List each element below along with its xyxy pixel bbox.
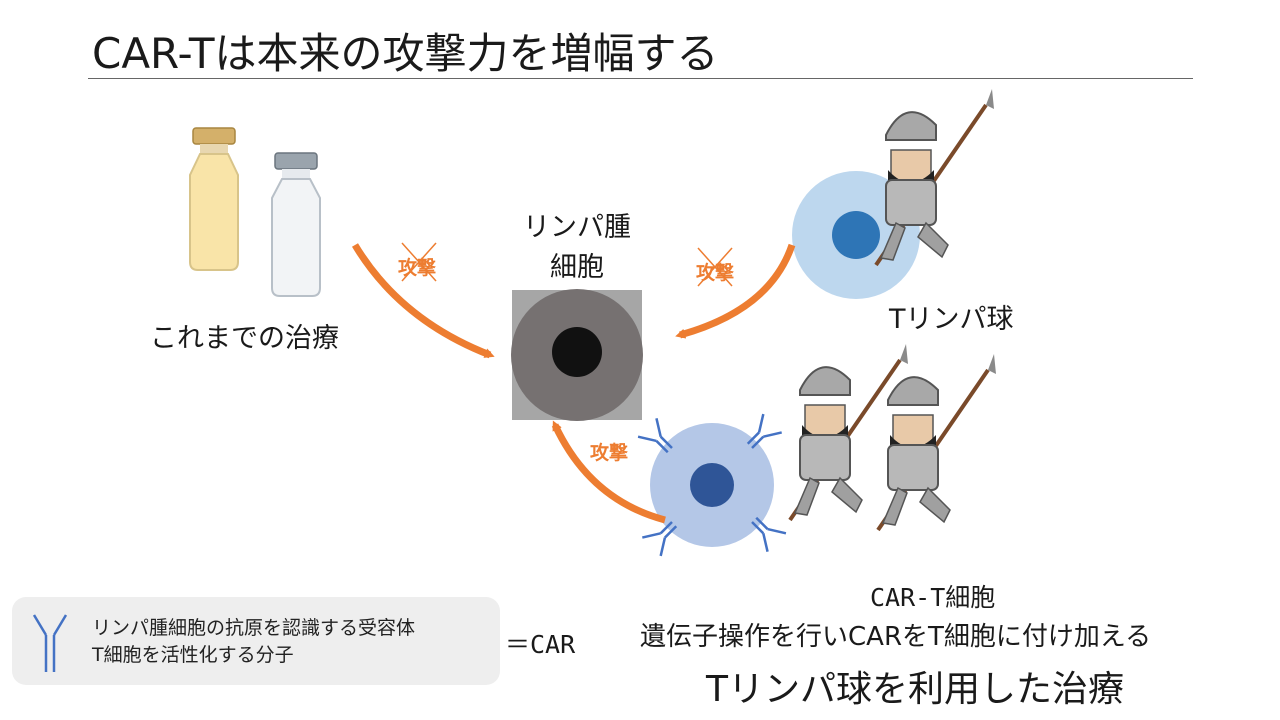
t-lymphocyte-label: Tリンパ球 [889, 304, 1014, 335]
cancel-mark-icon [401, 242, 437, 282]
soldier-icon [788, 342, 910, 522]
genetic-engineering-label: 遺伝子操作を行いCARをT細胞に付け加える [640, 622, 1152, 652]
conclusion-label: Tリンパ球を利用した治療 [706, 669, 1124, 710]
attack-label-prior: 攻撃 [398, 257, 437, 279]
legend-text: リンパ腫細胞の抗原を認識する受容体 T細胞を活性化する分子 [92, 615, 415, 669]
legend-line1: リンパ腫細胞の抗原を認識する受容体 [92, 617, 416, 639]
tumor-cell-label-line2: 細胞 [550, 252, 604, 283]
tumor-cell-label: リンパ腫 細胞 [512, 208, 642, 288]
attack-arrow-t-cell [675, 243, 796, 339]
prior-treatment-label: これまでの治療 [150, 323, 339, 354]
legend-box: リンパ腫細胞の抗原を認識する受容体 T細胞を活性化する分子 [12, 597, 500, 685]
vial-clear-icon [271, 152, 321, 297]
cancel-mark-icon [697, 247, 733, 287]
legend-equals-car: ＝CAR [505, 630, 576, 659]
cart-cell-label: CAR-T細胞 [870, 583, 996, 612]
title-divider [88, 78, 1193, 79]
soldier-icon [874, 87, 996, 267]
car-receptor-legend-icon [32, 614, 68, 672]
tumor-cell-icon [511, 289, 643, 421]
slide-title: CAR-Tは本来の攻撃力を増幅する [92, 29, 719, 78]
vial-yellow-icon [189, 127, 239, 271]
legend-line2: T細胞を活性化する分子 [92, 644, 294, 666]
soldier-icon [876, 352, 998, 532]
attack-label-t-cell: 攻撃 [696, 262, 735, 284]
attack-arrow-prior [351, 242, 495, 359]
attack-arrow-cart [551, 420, 666, 524]
cart-cell-icon [636, 412, 788, 558]
tumor-cell-label-line1: リンパ腫 [523, 212, 631, 243]
attack-label-cart: 攻撃 [590, 442, 629, 464]
